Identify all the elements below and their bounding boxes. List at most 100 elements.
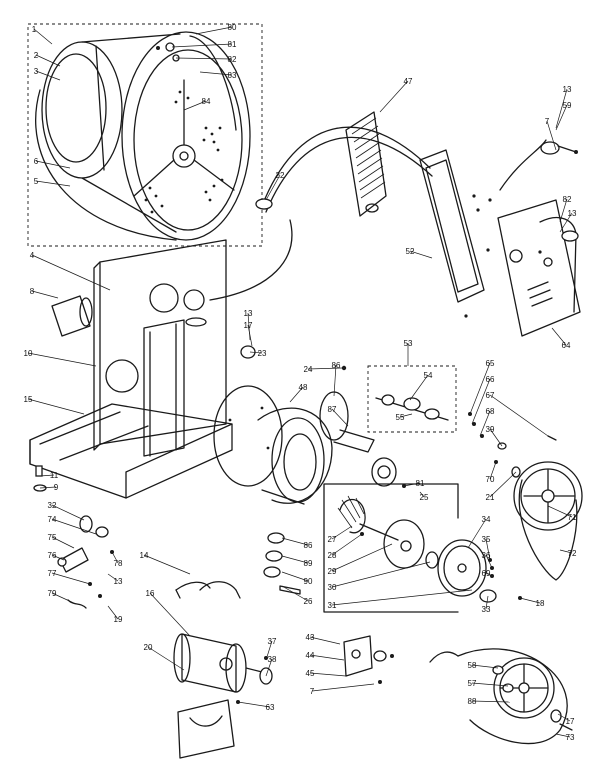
callout-leader-c48 [289,386,304,403]
callout-leader-c11 [39,474,55,477]
callout-label-c48: 48 [299,383,308,392]
callout-label-c65: 65 [486,359,495,368]
callout-leader-c45 [309,672,347,677]
callout-leader-c88 [471,700,511,703]
idler-bracket [343,635,394,684]
callout-leader-c9 [39,486,57,489]
callout-label-c18: 18 [536,599,545,608]
callout-leader-c86b [281,537,309,546]
callout-leader-c71 [547,505,573,518]
callout-leader-c7a [546,120,557,151]
callout-label-c17: 17 [244,321,253,330]
callout-label-c21: 21 [486,493,495,502]
callout-leader-c55 [399,413,413,418]
callout-leader-c33 [485,595,489,610]
callout-leader-c28 [331,533,363,556]
callout-leader-c80 [195,26,233,35]
callout-label-c17b: 17 [566,717,575,726]
callout-label-c6: 6 [34,157,39,166]
callout-label-c32: 32 [48,501,57,510]
callout-label-c4: 4 [30,251,35,260]
lower-drum-pulley [429,648,573,745]
callout-label-c27: 27 [328,535,337,544]
callout-label-c64: 64 [562,341,571,350]
callout-leader-c57 [471,682,509,687]
callout-label-c39: 39 [486,425,495,434]
callout-leader-c63 [237,701,271,708]
callout-label-c80: 80 [228,23,237,32]
part-number-callouts: 1238081828384652247135978213526448131723… [24,23,577,742]
callout-leader-c23 [249,351,263,354]
callout-label-c16: 16 [146,589,155,598]
callout-label-c38: 38 [268,655,277,664]
callout-label-c77: 77 [48,569,57,578]
callout-leader-c47 [379,80,409,113]
callout-label-c75: 75 [48,533,57,542]
callout-leader-c27 [331,525,353,540]
callout-label-c71: 71 [568,513,577,522]
callout-leader-c89 [281,555,309,564]
callout-leader-c84 [183,100,207,111]
callout-leader-c30 [331,561,431,588]
callout-label-c5: 5 [34,177,39,186]
callout-label-c66: 66 [486,375,495,384]
callout-leader-c36 [485,554,493,569]
callout-label-c55: 55 [396,413,405,422]
callout-label-c76: 76 [48,551,57,560]
callout-leader-c74 [51,518,97,535]
callout-label-c20: 20 [144,643,153,652]
callout-label-c19: 19 [114,615,123,624]
callout-label-c81: 81 [228,40,237,49]
callout-label-c8: 8 [30,287,35,296]
callout-label-c45: 45 [306,669,315,678]
callout-label-c10: 10 [24,349,33,358]
callout-label-c43: 43 [306,633,315,642]
callout-label-c26: 26 [304,597,313,606]
callout-label-c3: 3 [34,67,39,76]
drum-assembly [27,23,263,247]
callout-leader-c70 [489,461,497,480]
callout-label-c23: 23 [258,349,267,358]
callout-leader-c3 [35,70,61,81]
callout-leader-c83 [199,71,233,76]
callout-leader-c18 [519,597,541,604]
callout-label-c53: 53 [404,339,413,348]
callout-leader-c13d [107,573,119,582]
callout-leader-c54 [409,374,429,401]
callout-leader-c1 [33,28,53,45]
callout-label-c81b: 81 [416,479,425,488]
callout-leader-c29 [331,543,393,572]
callout-label-c13b: 13 [568,209,577,218]
callout-leader-c6 [35,160,71,169]
callout-leader-c21 [489,471,517,498]
callout-label-c7b: 7 [310,687,315,696]
callout-label-c13a: 13 [563,85,572,94]
callout-label-c13d: 13 [114,577,123,586]
callout-label-c67: 67 [486,391,495,400]
callout-label-c87: 87 [328,405,337,414]
callout-leader-c66 [471,378,491,425]
callout-leader-c76 [51,554,65,561]
callout-label-c47: 47 [404,77,413,86]
callout-label-c79: 79 [48,589,57,598]
heater-box [419,149,490,318]
callout-leader-c81b [403,482,421,487]
callout-leader-c20 [147,646,185,671]
callout-leader-c32 [51,504,85,521]
callout-leader-c73 [555,733,571,738]
callout-leader-c52 [409,250,433,259]
callout-label-c29: 29 [328,567,337,576]
callout-leader-c19 [107,605,119,620]
callout-leader-c78 [111,551,119,564]
callout-label-c9: 9 [54,483,59,492]
callout-label-c13c: 13 [244,309,253,318]
callout-label-c31: 31 [328,601,337,610]
callout-leader-c35 [485,538,491,561]
callout-label-c86: 86 [332,361,341,370]
callout-leader-c86 [333,364,337,397]
callout-leader-c69 [485,572,493,577]
callout-leader-c39 [489,428,503,447]
callout-leader-c64 [551,327,567,346]
callout-label-c2: 2 [34,51,39,60]
callout-leader-c87 [331,408,349,427]
